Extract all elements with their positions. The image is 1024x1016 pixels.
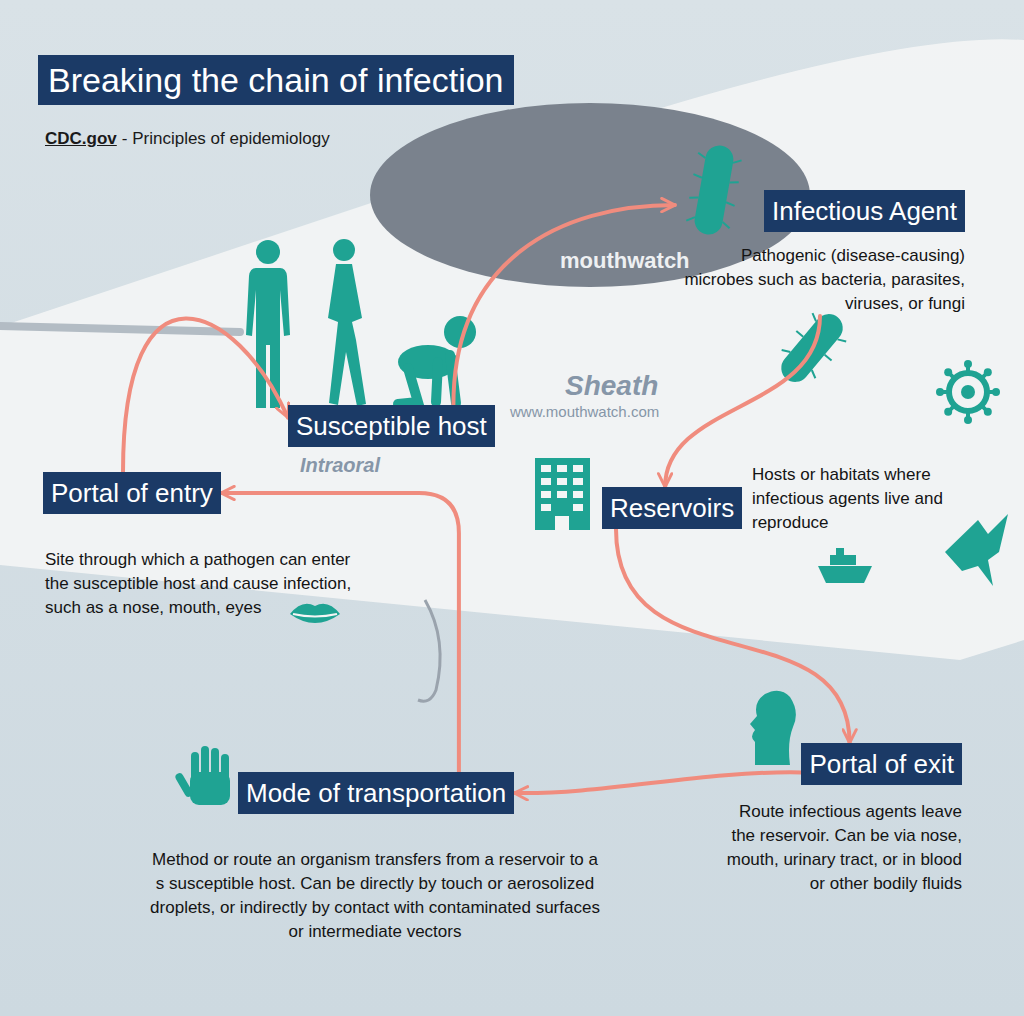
- node-description: Method or route an organism transfers fr…: [150, 848, 600, 944]
- flow-arrow: [665, 316, 820, 487]
- title-banner: Breaking the chain of infection: [38, 55, 514, 105]
- chain-node: Portal of entrySite through which a path…: [43, 472, 221, 514]
- node-heading: Reservoirs: [602, 487, 742, 529]
- virus-knobs: [936, 360, 1000, 424]
- watermark: Sheath: [565, 368, 658, 404]
- chain-node: Susceptible host: [288, 405, 495, 447]
- bacterium-icon: [684, 142, 745, 239]
- virus-shell: [949, 373, 987, 411]
- node-description: Route infectious agents leave the reserv…: [722, 800, 962, 896]
- virus-icon: [936, 360, 1000, 424]
- flow-arrow: [514, 772, 801, 793]
- ship-funnel: [836, 548, 844, 555]
- chain-node: ReservoirsHosts or habitats where infect…: [602, 487, 742, 529]
- node-description: Pathogenic (disease-causing) microbes su…: [675, 244, 965, 316]
- watermark: mouthwatch: [560, 246, 690, 275]
- bacterium-hairs: [685, 153, 742, 229]
- node-heading: Portal of exit: [801, 743, 962, 785]
- dental-probe: [418, 600, 440, 701]
- bacterium-body: [692, 143, 735, 236]
- flow-arrow: [616, 529, 850, 743]
- lips-icon: [290, 604, 340, 623]
- instrument: [0, 326, 240, 332]
- head-icon: [750, 691, 796, 765]
- source-note: - Principles of epidemiology: [122, 128, 330, 150]
- watermark: www.mouthwatch.com: [510, 402, 659, 422]
- building-windows: [541, 465, 583, 530]
- source-link: CDC.gov: [45, 128, 117, 150]
- virus-core: [961, 385, 975, 399]
- chain-node: Infectious AgentPathogenic (disease-caus…: [675, 190, 965, 316]
- ship-cabin: [830, 555, 856, 565]
- ship-icon: [818, 548, 872, 583]
- people-icons: [246, 239, 476, 408]
- woman-icon: [333, 239, 355, 261]
- lips-line: [293, 614, 337, 617]
- watermark: Intraoral: [300, 452, 380, 478]
- baby-arm: [436, 362, 438, 402]
- flow-arrow: [123, 318, 288, 472]
- flow-arrow: [453, 205, 675, 405]
- camera-sheath: [0, 39, 1024, 660]
- virus-spikes: [940, 364, 996, 420]
- node-heading: Infectious Agent: [764, 190, 965, 232]
- baby-leg: [398, 368, 418, 404]
- building-body: [535, 458, 590, 530]
- node-heading: Susceptible host: [288, 405, 495, 447]
- baby-limbs: [398, 355, 456, 404]
- lips-shape: [290, 604, 340, 623]
- chain-node: Portal of exitRoute infectious agents le…: [801, 743, 962, 785]
- node-heading: Mode of transportation: [238, 772, 514, 814]
- node-description: Site through which a pathogen can enter …: [45, 548, 365, 620]
- building-icon: [535, 458, 590, 530]
- man-icon: [256, 240, 280, 264]
- bird-icon: [945, 514, 1008, 586]
- node-description: Hosts or habitats where infectious agent…: [752, 463, 962, 535]
- flow-arrow: [221, 493, 459, 772]
- woman-icon: [328, 264, 366, 406]
- chain-node: Mode of transportationMethod or route an…: [238, 772, 514, 814]
- ship-hull: [818, 566, 872, 583]
- hand-icon: [174, 746, 230, 805]
- man-icon: [246, 268, 290, 408]
- node-heading: Portal of entry: [43, 472, 221, 514]
